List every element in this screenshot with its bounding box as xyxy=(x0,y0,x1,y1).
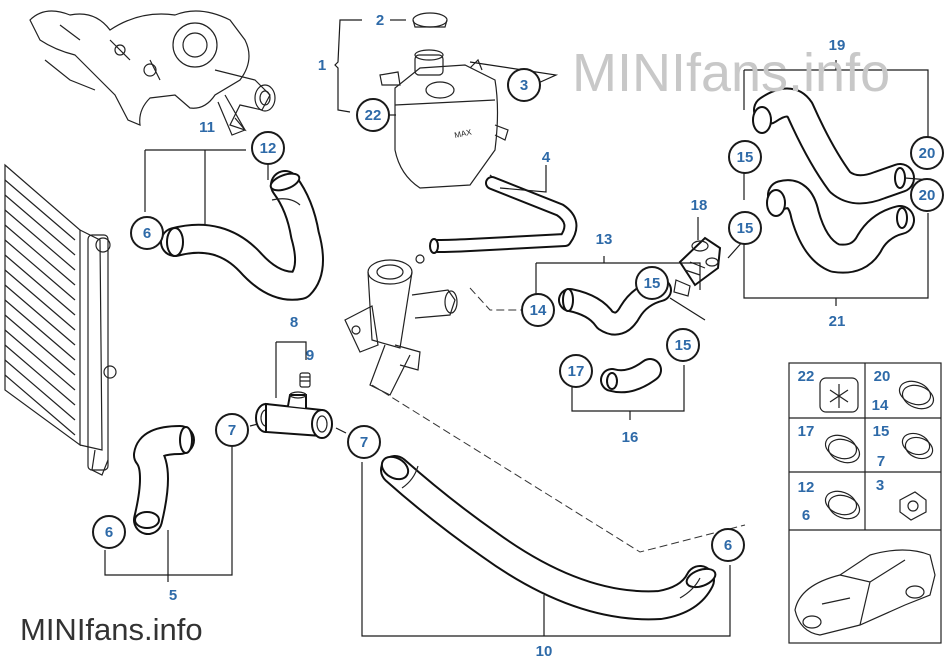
svg-text:20: 20 xyxy=(919,145,936,162)
legend-20: 20 xyxy=(874,368,891,385)
svg-text:3: 3 xyxy=(520,77,528,94)
hose-21 xyxy=(766,179,915,274)
leader-lines xyxy=(104,19,931,637)
legend-12: 12 xyxy=(798,479,815,496)
callout-20-lower: 20 xyxy=(910,178,944,212)
label-11: 11 xyxy=(199,119,215,136)
callout-14: 14 xyxy=(521,293,555,327)
svg-text:12: 12 xyxy=(260,140,277,157)
hose-16 xyxy=(600,358,662,394)
hose-19 xyxy=(752,87,915,205)
callout-15-lower: 15 xyxy=(666,328,700,362)
label-13: 13 xyxy=(596,231,613,248)
callout-7-right: 7 xyxy=(347,425,381,459)
callout-7-left: 7 xyxy=(215,413,249,447)
watermark-top: MINIfans.info xyxy=(572,43,891,103)
svg-text:6: 6 xyxy=(724,537,732,554)
watermark-bottom: MINIfans.info xyxy=(20,612,203,647)
label-9: 9 xyxy=(306,347,314,364)
svg-text:17: 17 xyxy=(568,363,585,380)
svg-text:MAX: MAX xyxy=(454,127,473,140)
t-piece-8 xyxy=(255,372,333,439)
callout-20-upper: 20 xyxy=(910,136,944,170)
hose-10 xyxy=(380,455,717,621)
callout-12: 12 xyxy=(251,131,285,165)
svg-text:14: 14 xyxy=(530,302,547,319)
legend-labels: 22 20 14 17 15 7 12 6 3 xyxy=(798,368,891,524)
legend-7: 7 xyxy=(877,453,885,470)
label-8: 8 xyxy=(290,314,298,331)
hose-5 xyxy=(133,425,195,535)
legend-box xyxy=(788,362,942,644)
label-4: 4 xyxy=(542,149,551,166)
expansion-tank-illustration: MAX xyxy=(379,12,509,189)
label-5: 5 xyxy=(169,587,177,604)
thermostat-housing-illustration xyxy=(344,254,458,396)
plain-labels: 1 2 4 5 8 9 10 11 13 16 18 19 21 xyxy=(169,12,846,660)
svg-text:7: 7 xyxy=(360,434,368,451)
svg-text:15: 15 xyxy=(644,275,661,292)
callout-3: 3 xyxy=(507,68,541,102)
callout-15-mid: 15 xyxy=(635,266,669,300)
label-19: 19 xyxy=(829,37,846,54)
svg-text:15: 15 xyxy=(737,220,754,237)
svg-text:15: 15 xyxy=(737,149,754,166)
label-10: 10 xyxy=(536,643,553,660)
label-16: 16 xyxy=(622,429,639,446)
water-pump-illustration xyxy=(29,10,276,136)
label-21: 21 xyxy=(829,313,846,330)
svg-text:7: 7 xyxy=(228,422,236,439)
label-1: 1 xyxy=(318,57,326,74)
callout-6-lower-right: 6 xyxy=(711,528,745,562)
hose-13 xyxy=(558,278,691,336)
svg-text:6: 6 xyxy=(143,225,151,242)
svg-text:6: 6 xyxy=(105,524,113,541)
legend-14: 14 xyxy=(872,397,889,414)
callout-15-upper-right: 15 xyxy=(728,140,762,174)
svg-text:15: 15 xyxy=(675,337,692,354)
hose-4 xyxy=(429,176,578,254)
legend-22: 22 xyxy=(798,368,815,385)
legend-3: 3 xyxy=(876,477,884,494)
svg-text:22: 22 xyxy=(365,107,382,124)
label-18: 18 xyxy=(691,197,708,214)
hose-11 xyxy=(160,170,324,301)
callout-15-lower-right: 15 xyxy=(728,211,762,245)
label-2: 2 xyxy=(376,12,384,29)
legend-17: 17 xyxy=(798,423,815,440)
radiator-illustration xyxy=(4,163,117,476)
callout-22: 22 xyxy=(356,98,390,132)
legend-6: 6 xyxy=(802,507,810,524)
callout-6-upper: 6 xyxy=(130,216,164,250)
svg-text:20: 20 xyxy=(919,187,936,204)
callout-17: 17 xyxy=(559,354,593,388)
callout-6-lower-left: 6 xyxy=(92,515,126,549)
legend-15: 15 xyxy=(873,423,890,440)
